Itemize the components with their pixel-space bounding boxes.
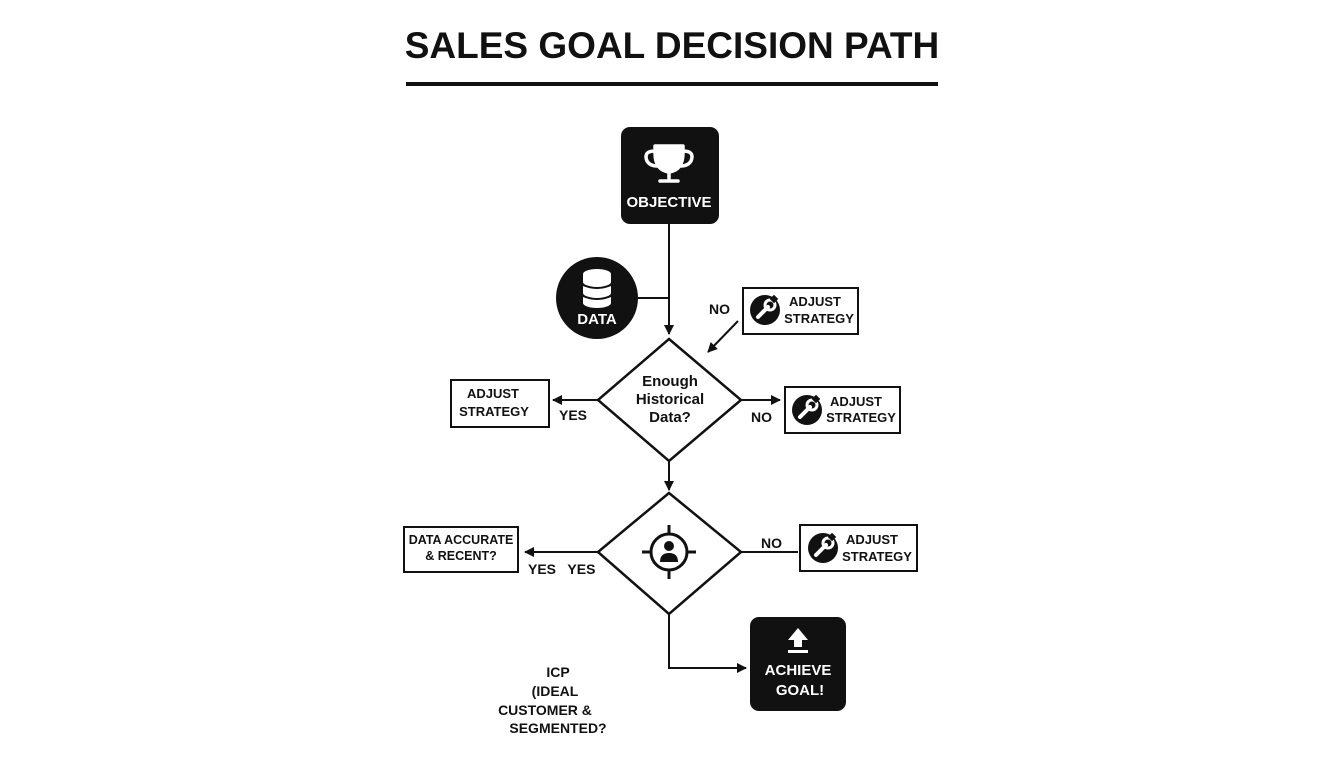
adjust-strategy-bottom-right: ADJUST STRATEGY (799, 524, 918, 572)
wrench-icon (792, 394, 822, 425)
edge-decision2-to-achieve (668, 614, 747, 673)
icp-line-2: (IDEAL (532, 683, 579, 699)
data-node: DATA (556, 257, 638, 339)
achieve-label-2: GOAL! (776, 682, 824, 699)
adjust-mid-right-label-1: ADJUST (830, 394, 882, 409)
objective-node: OBJECTIVE (621, 127, 719, 224)
adjust-top-right-label-1: ADJUST (789, 294, 841, 309)
adjust-strategy-mid-right: ADJUST STRATEGY (784, 386, 901, 434)
adjust-bottom-right-label-1: ADJUST (846, 532, 898, 547)
wrench-icon (808, 532, 838, 563)
edge-label-yes-left: YES (559, 407, 587, 423)
data-label: DATA (577, 311, 617, 328)
icp-line-1: ICP (546, 664, 569, 680)
achieve-goal-node: ACHIEVE GOAL! (750, 617, 846, 711)
adjust-bottom-right-label-2: STRATEGY (842, 549, 912, 564)
database-icon (583, 269, 611, 308)
edge-label-yes-yes: YES YES (528, 561, 595, 577)
trophy-icon (644, 144, 694, 183)
icp-text: ICP (IDEAL CUSTOMER & SEGMENTED? (498, 664, 607, 736)
edge-label-no-top: NO (709, 301, 730, 317)
edge-label-no-mid: NO (751, 409, 772, 425)
decision-enough-data: Enough Historical Data? (596, 337, 743, 463)
adjust-strategy-left: ADJUST STRATEGY (450, 379, 550, 428)
objective-label: OBJECTIVE (626, 194, 711, 211)
decision1-line-1: Enough (642, 373, 698, 390)
data-accurate-box: DATA ACCURATE & RECENT? (403, 526, 519, 573)
decision1-line-2: Historical (636, 391, 704, 408)
wrench-icon (750, 294, 780, 325)
icp-line-3: CUSTOMER & (498, 702, 592, 718)
icp-line-4: SEGMENTED? (509, 720, 606, 736)
edge-label-no-bottom: NO (761, 535, 782, 551)
accurate-label-2: & RECENT? (425, 549, 497, 563)
diagram-title: SALES GOAL DECISION PATH (405, 25, 940, 66)
edge-adjust-top-to-decision (707, 320, 739, 353)
adjust-left-label-1: ADJUST (467, 386, 519, 401)
upload-arrow-icon (788, 628, 808, 653)
adjust-mid-right-label-2: STRATEGY (826, 410, 896, 425)
adjust-strategy-top-right: ADJUST STRATEGY (742, 287, 859, 335)
adjust-top-right-label-2: STRATEGY (784, 311, 854, 326)
decision-icp (596, 491, 743, 616)
connectors (524, 224, 798, 673)
achieve-label-1: ACHIEVE (765, 662, 832, 679)
adjust-left-label-2: STRATEGY (459, 404, 529, 419)
decision1-line-3: Data? (649, 409, 691, 426)
target-user-icon (642, 525, 696, 579)
accurate-label-1: DATA ACCURATE (409, 533, 514, 547)
